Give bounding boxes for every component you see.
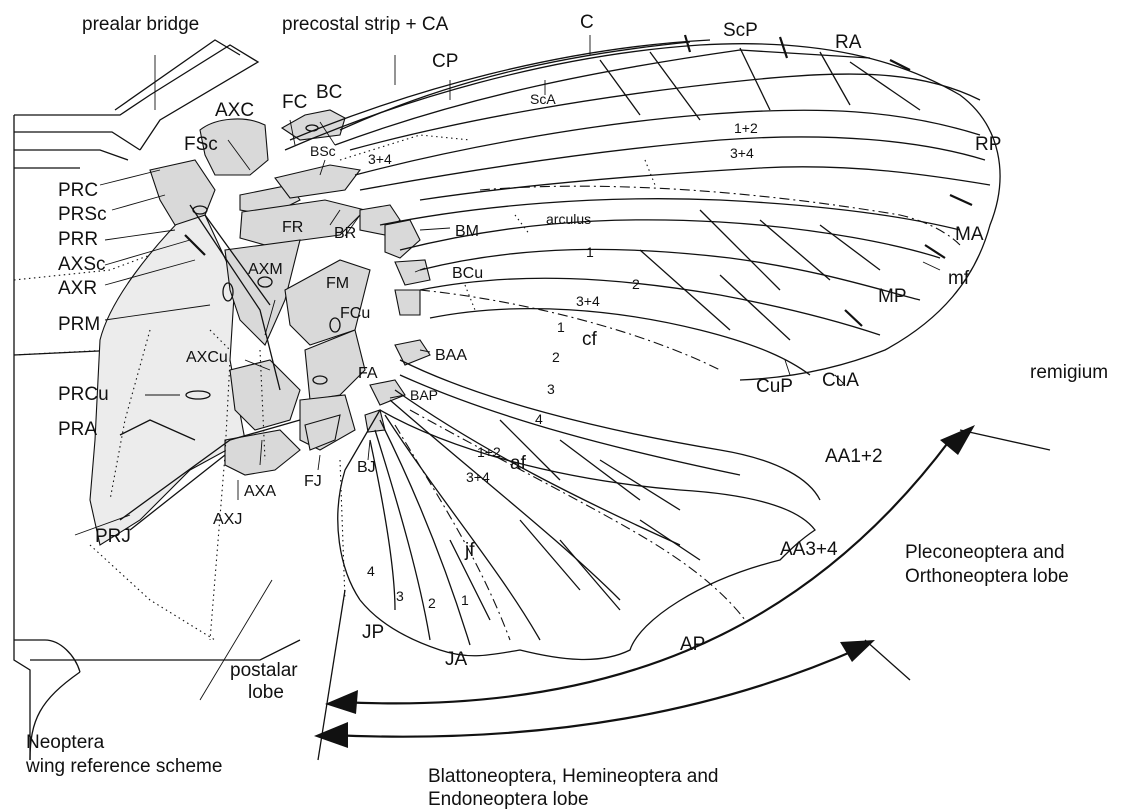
label-a34: 3+4 (466, 469, 490, 485)
label-a12: 1+2 (477, 444, 501, 460)
label-PRSc: PRSc (58, 204, 107, 225)
label-FA: FA (358, 365, 378, 382)
label-FR: FR (282, 219, 303, 236)
arrow-head-blatto (840, 640, 875, 662)
label-C: C (580, 12, 594, 33)
label-RP: RP (975, 134, 1001, 155)
label-j1: 1 (461, 592, 469, 608)
label-mf: mf (948, 268, 970, 289)
label-PRM: PRM (58, 314, 100, 335)
label-pleco-2: Orthoneoptera lobe (905, 566, 1069, 587)
label-prealar-bridge: prealar bridge (82, 14, 199, 35)
label-RA: RA (835, 32, 862, 53)
label-AXJ: AXJ (213, 511, 242, 528)
label-AA3plus4: AA3+4 (780, 539, 838, 560)
label-a2: 2 (552, 349, 560, 365)
label-j3: 3 (396, 588, 404, 604)
label-vein-3plus4-upper: 3+4 (368, 151, 392, 167)
label-AP: AP (680, 634, 705, 655)
label-remigium: remigium (1030, 362, 1108, 383)
label-BAA: BAA (435, 347, 467, 364)
label-JP: JP (362, 622, 384, 643)
label-c1: 1 (557, 319, 565, 335)
axillary-sclerites (90, 110, 430, 640)
label-CP: CP (432, 51, 458, 72)
label-BJ: BJ (357, 459, 376, 476)
label-FM: FM (326, 275, 349, 292)
label-BSc: BSc (310, 143, 336, 159)
arrow-head-pleco (940, 425, 975, 455)
label-PRR: PRR (58, 229, 98, 250)
arrow-head-blatto-left (314, 722, 348, 748)
label-BCu: BCu (452, 265, 483, 282)
label-j2: 2 (428, 595, 436, 611)
label-CuP: CuP (756, 376, 793, 397)
label-postalar-lobe-1: postalar (230, 660, 298, 681)
label-ScA: ScA (530, 91, 556, 107)
label-PRC: PRC (58, 180, 98, 201)
label-AXC: AXC (215, 100, 254, 121)
label-AXA: AXA (244, 483, 276, 500)
label-FSc: FSc (184, 134, 218, 155)
arrow-head-pleco-left (325, 690, 358, 714)
label-postalar-lobe-2: lobe (248, 682, 284, 703)
label-pleco-1: Pleconeoptera and (905, 542, 1065, 563)
label-AXCu: AXCu (186, 349, 228, 366)
label-BAP: BAP (410, 387, 438, 403)
label-neoptera-1: Neoptera (26, 732, 105, 753)
label-FJ: FJ (304, 473, 322, 490)
label-PRA: PRA (58, 419, 97, 440)
label-precostal-strip: precostal strip + CA (282, 14, 449, 35)
label-BC: BC (316, 82, 342, 103)
label-m1: 1 (586, 244, 594, 260)
label-jf: jf (464, 540, 475, 561)
label-a3: 3 (547, 381, 555, 397)
anal-fan (338, 360, 820, 659)
label-AXR: AXR (58, 278, 97, 299)
label-ScP: ScP (723, 20, 758, 41)
label-arculus: arculus (546, 211, 591, 227)
label-neoptera-2: wing reference scheme (25, 756, 222, 777)
label-blatto-2: Endoneoptera lobe (428, 789, 589, 810)
lobe-arrows (314, 425, 1050, 760)
label-BR: BR (334, 225, 356, 242)
label-AXM: AXM (248, 261, 283, 278)
label-FCu: FCu (340, 305, 370, 322)
label-af: af (510, 453, 527, 474)
label-CuA: CuA (822, 370, 859, 391)
label-AXSc: AXSc (58, 254, 106, 275)
label-m2: 2 (632, 276, 640, 292)
label-BM: BM (455, 223, 479, 240)
label-PRCu: PRCu (58, 384, 109, 405)
label-MA: MA (955, 224, 984, 245)
label-AA1plus2: AA1+2 (825, 446, 883, 467)
label-vein-3plus4-r: 3+4 (730, 145, 754, 161)
label-PRJ: PRJ (95, 526, 131, 547)
label-JA: JA (445, 649, 468, 670)
label-cf: cf (582, 329, 598, 350)
label-MP: MP (878, 286, 907, 307)
label-j4: 4 (367, 563, 375, 579)
label-FC: FC (282, 92, 307, 113)
label-blatto-1: Blattoneoptera, Hemineoptera and (428, 766, 718, 787)
label-m34: 3+4 (576, 293, 600, 309)
label-a4: 4 (535, 411, 543, 427)
label-vein-1plus2: 1+2 (734, 120, 758, 136)
